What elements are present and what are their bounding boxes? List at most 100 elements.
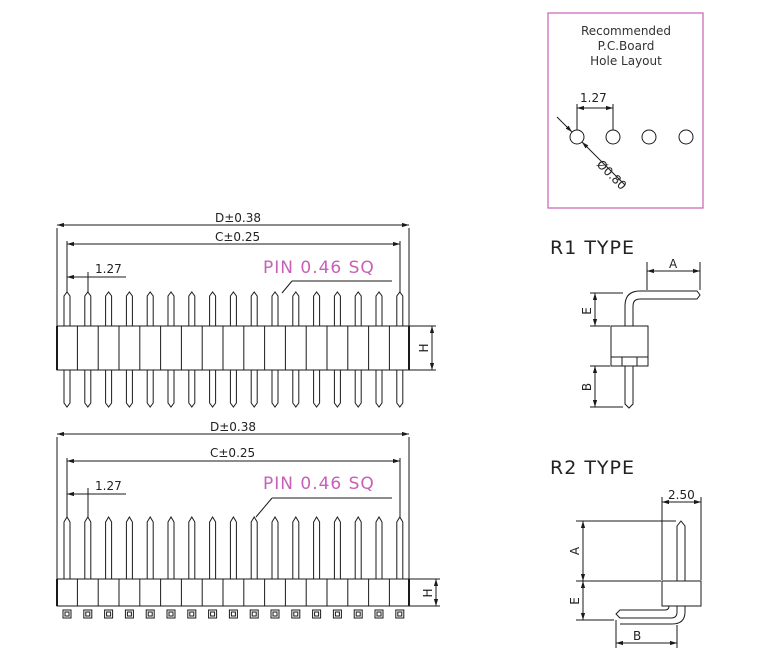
top-dim-d-label: D±0.38: [215, 211, 261, 225]
r1-dim-b-label: B: [580, 383, 594, 391]
bottom-dim-c-label: C±0.25: [210, 446, 255, 460]
bottom-pin-foot-inner: [251, 611, 257, 617]
top-pin: [375, 291, 383, 408]
pin-note-leader: [281, 280, 293, 294]
r1-dim-a-label: A: [669, 257, 678, 271]
top-pitch-label: 1.27: [95, 262, 122, 276]
top-pin: [125, 291, 133, 408]
pcb-hole-dia-label: Ø0.80: [594, 157, 629, 192]
pcb-title-line2: P.C.Board: [598, 39, 655, 53]
bottom-dim-d-label: D±0.38: [210, 420, 256, 434]
bottom-pin-foot: [332, 609, 342, 619]
bottom-view: [56, 431, 440, 619]
bottom-pin-foot-inner: [397, 611, 403, 617]
bottom-pin-foot: [353, 609, 363, 619]
bottom-pin: [63, 516, 71, 579]
bottom-pin: [188, 516, 196, 579]
pcb-title-line1: Recommended: [581, 24, 671, 38]
bottom-pin-foot-inner: [230, 611, 236, 617]
r1-bent-pin: [624, 290, 701, 326]
bottom-pitch-label: 1.27: [95, 479, 122, 493]
r2-side-view: R2 TYPE 2.50 A E B: [550, 457, 702, 648]
top-dim-c-label: C±0.25: [215, 230, 260, 244]
bottom-housing: [56, 578, 410, 607]
top-pin: [167, 291, 175, 408]
bottom-pin-note: PIN 0.46 SQ: [263, 474, 375, 494]
top-pin: [188, 291, 196, 408]
r1-housing: [610, 325, 649, 367]
bottom-pin-foot: [270, 609, 280, 619]
bottom-pin-foot-inner: [334, 611, 340, 617]
r2-upper-pin: [676, 520, 686, 581]
bottom-pin-foot: [166, 609, 176, 619]
bottom-pin-foot-inner: [126, 611, 132, 617]
pcb-title-line3: Hole Layout: [590, 54, 662, 68]
bottom-pin-foot: [104, 609, 114, 619]
r1-lower-pin: [624, 366, 634, 409]
bottom-pin-foot-inner: [355, 611, 361, 617]
bottom-pin-foot-inner: [210, 611, 216, 617]
bottom-pin: [292, 516, 300, 579]
bottom-pin: [229, 516, 237, 579]
top-pin-row: [63, 291, 404, 408]
bottom-pin-foot-inner: [314, 611, 320, 617]
bottom-pin-foot: [124, 609, 134, 619]
r1-title: R1 TYPE: [550, 237, 635, 259]
r2-dim-e-label: E: [568, 597, 582, 605]
r2-housing: [661, 580, 702, 607]
bottom-pin-foot-inner: [376, 611, 382, 617]
pcb-hole: [678, 129, 694, 145]
bottom-pin: [209, 516, 217, 579]
bottom-pin: [354, 516, 362, 579]
top-pin-note: PIN 0.46 SQ: [263, 258, 375, 278]
top-pin: [63, 291, 71, 408]
r2-dim-a-label: A: [568, 546, 582, 555]
top-pin: [105, 291, 113, 408]
pcb-layout-box: Recommended P.C.Board Hole Layout 1.27 Ø…: [547, 12, 704, 209]
bottom-dim-h-label: H: [421, 588, 435, 597]
bottom-pin-foot-inner: [272, 611, 278, 617]
bottom-pin-foot: [395, 609, 405, 619]
bottom-pin-foot: [145, 609, 155, 619]
bottom-pin-foot-inner: [147, 611, 153, 617]
r2-dim-b-label: B: [633, 629, 641, 643]
top-pin: [229, 291, 237, 408]
pcb-hole: [569, 129, 585, 145]
bottom-pin-foot: [291, 609, 301, 619]
top-pin: [292, 291, 300, 408]
top-view: [56, 222, 436, 408]
top-pin: [313, 291, 321, 408]
bottom-pin: [146, 516, 154, 579]
top-pin: [396, 291, 404, 408]
r1-dim-e-label: E: [580, 307, 594, 315]
bottom-pin: [313, 516, 321, 579]
top-pin: [146, 291, 154, 408]
bottom-pin-foot-inner: [168, 611, 174, 617]
bottom-pin: [250, 516, 258, 579]
bottom-pin: [375, 516, 383, 579]
pcb-hole: [641, 129, 657, 145]
r2-title: R2 TYPE: [550, 457, 635, 479]
top-pin: [271, 291, 279, 408]
r2-dim-width-label: 2.50: [668, 488, 695, 502]
bottom-pin: [105, 516, 113, 579]
bottom-pin-foot: [249, 609, 259, 619]
bottom-pin-foot: [208, 609, 218, 619]
pcb-hole: [605, 129, 621, 145]
top-pin: [250, 291, 258, 408]
bottom-pin-foot: [312, 609, 322, 619]
bottom-pin: [84, 516, 92, 579]
bottom-pin: [167, 516, 175, 579]
bottom-pin-foot: [228, 609, 238, 619]
bottom-pin: [333, 516, 341, 579]
bottom-pin-foot-inner: [293, 611, 299, 617]
r1-side-view: R1 TYPE A E B: [550, 237, 701, 409]
bottom-pin-foot-inner: [189, 611, 195, 617]
bottom-pin: [271, 516, 279, 579]
bottom-pin: [396, 516, 404, 579]
top-pin: [84, 291, 92, 408]
bottom-pin-foot: [62, 609, 72, 619]
top-housing: [56, 325, 410, 371]
bottom-pin-row: [62, 516, 405, 619]
